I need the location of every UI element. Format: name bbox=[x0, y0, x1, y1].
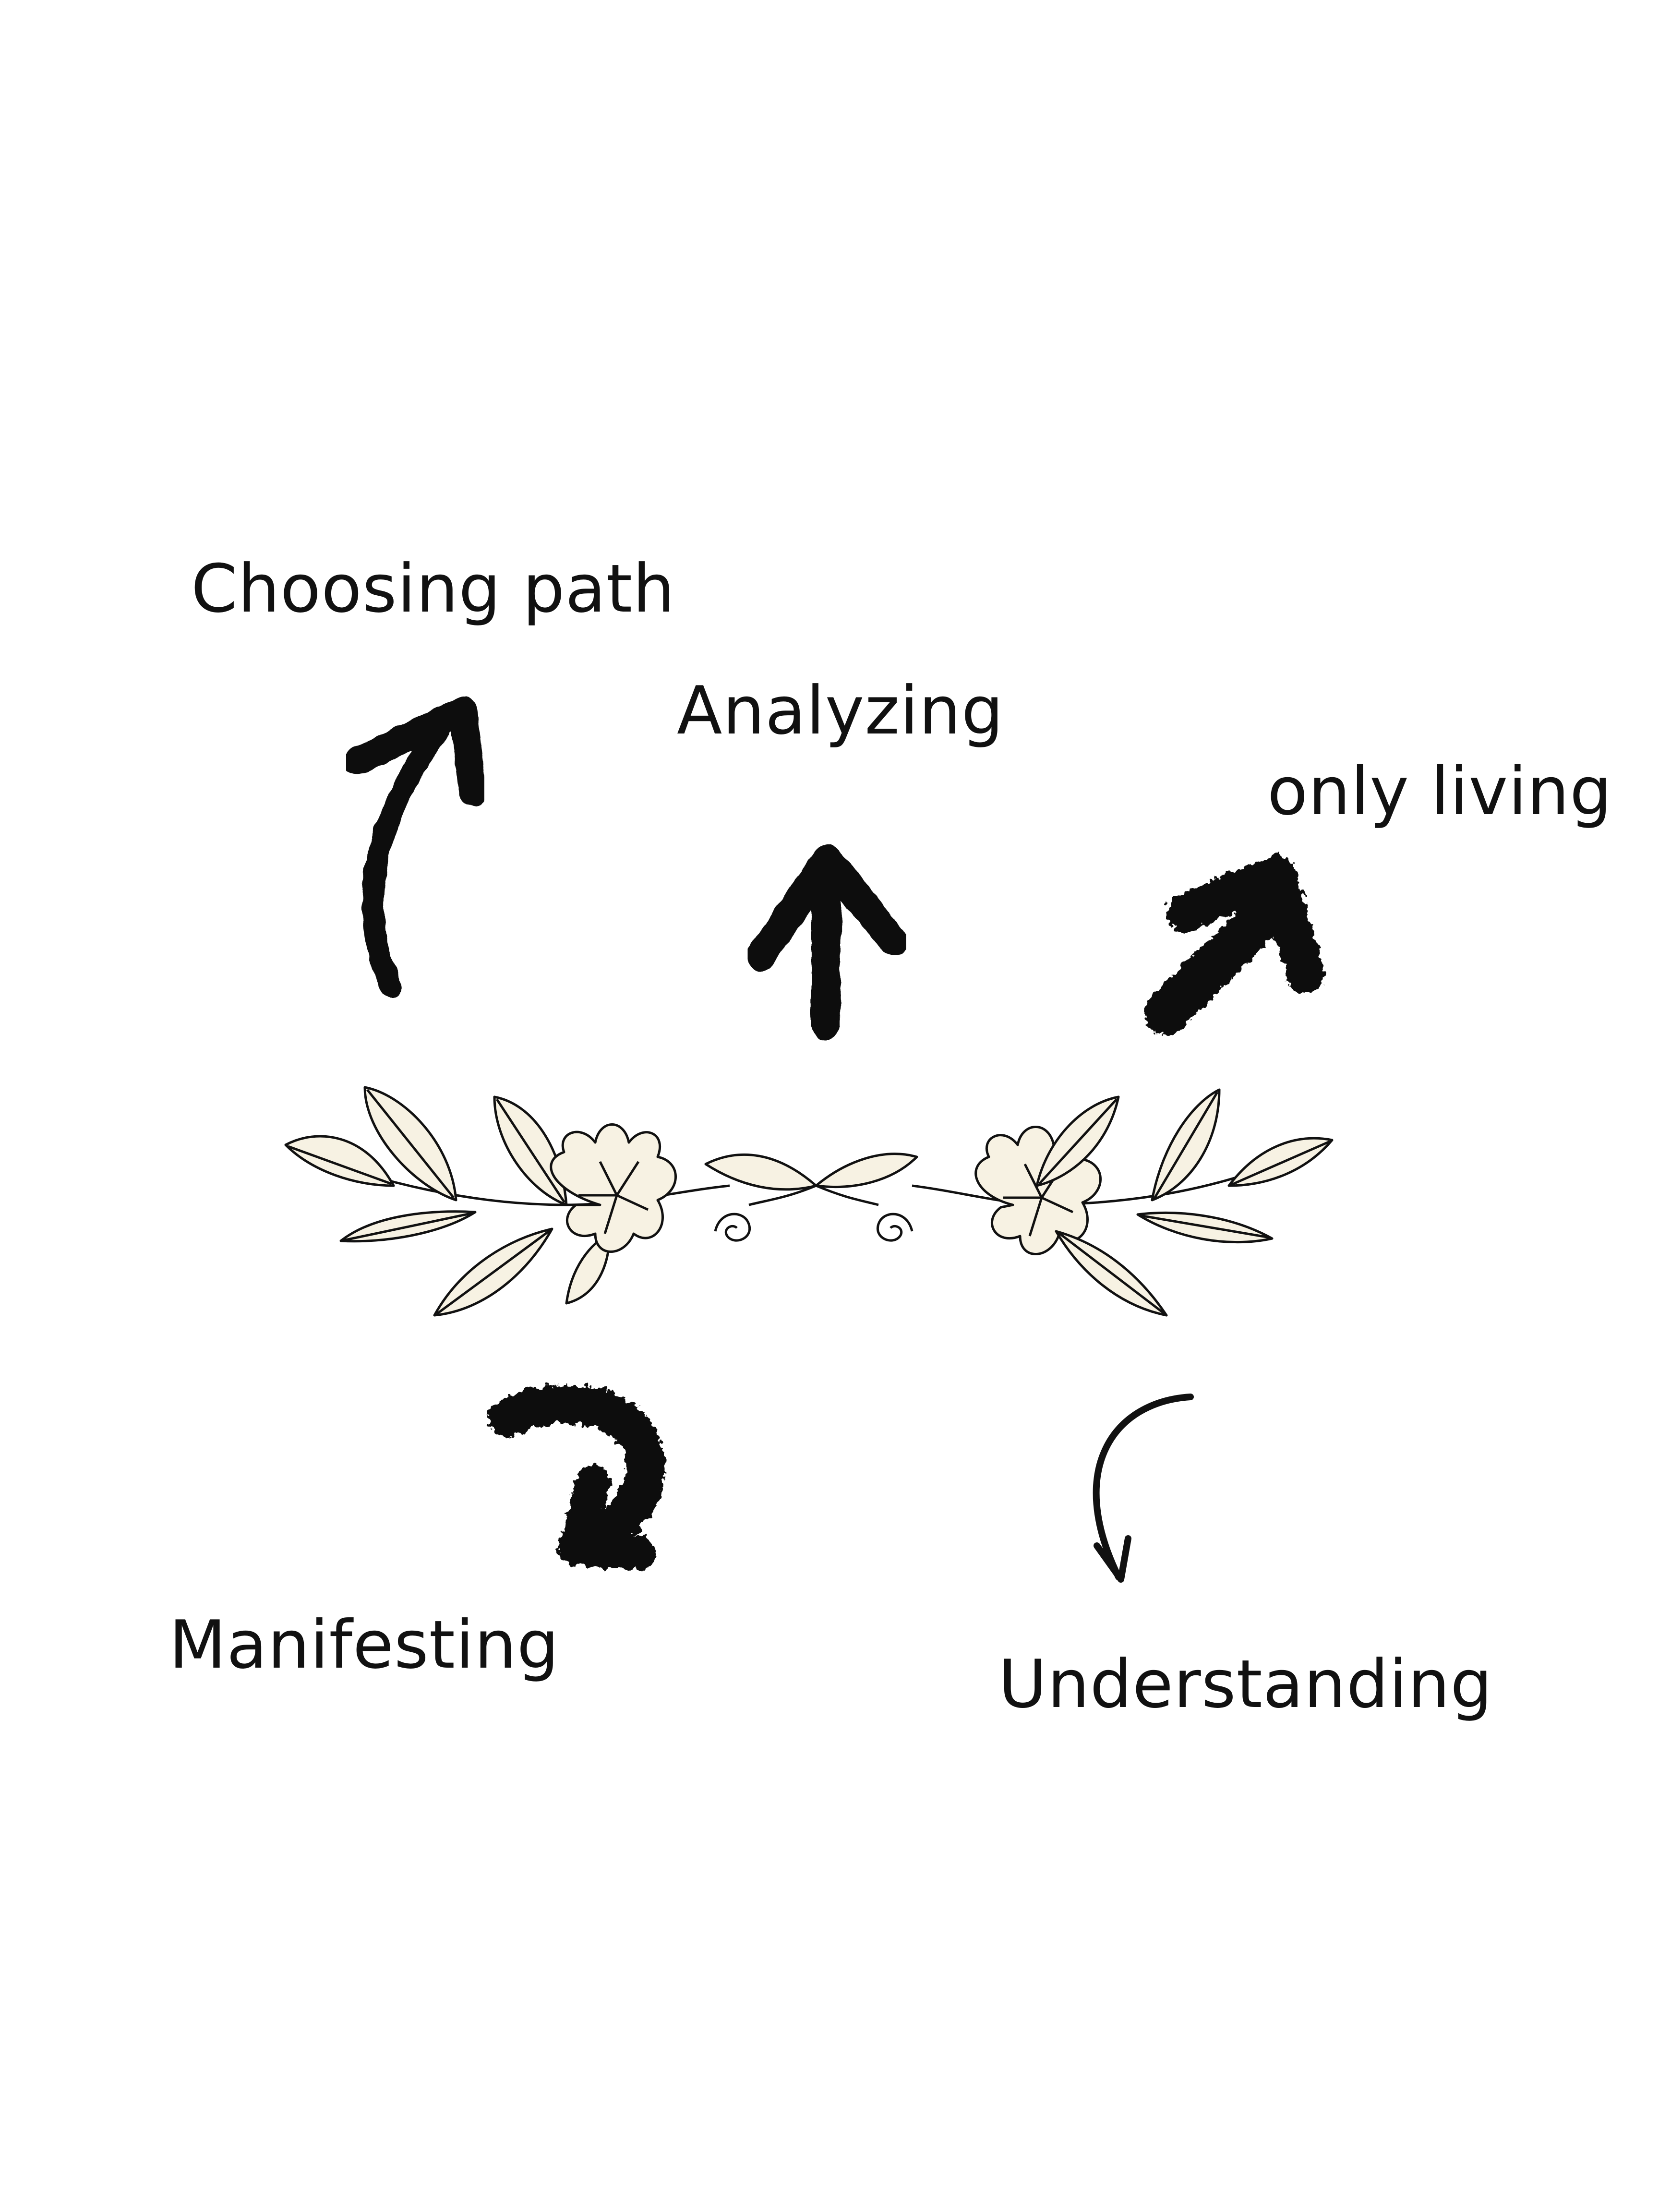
curved-down-arrow-icon bbox=[1093, 1394, 1194, 1583]
up-arrow-icon bbox=[746, 844, 908, 1040]
label-analyzing: Analyzing bbox=[677, 672, 1004, 749]
label-only-living: only living bbox=[1267, 753, 1612, 830]
hook-arrow-icon bbox=[487, 1384, 665, 1570]
label-understanding: Understanding bbox=[998, 1646, 1493, 1723]
label-manifesting: Manifesting bbox=[169, 1606, 560, 1683]
label-choosing-path: Choosing path bbox=[191, 550, 675, 627]
floral-divider-icon bbox=[284, 1086, 1334, 1317]
curved-up-arrow-icon bbox=[344, 697, 487, 998]
diagonal-arrow-icon bbox=[1144, 854, 1325, 1035]
